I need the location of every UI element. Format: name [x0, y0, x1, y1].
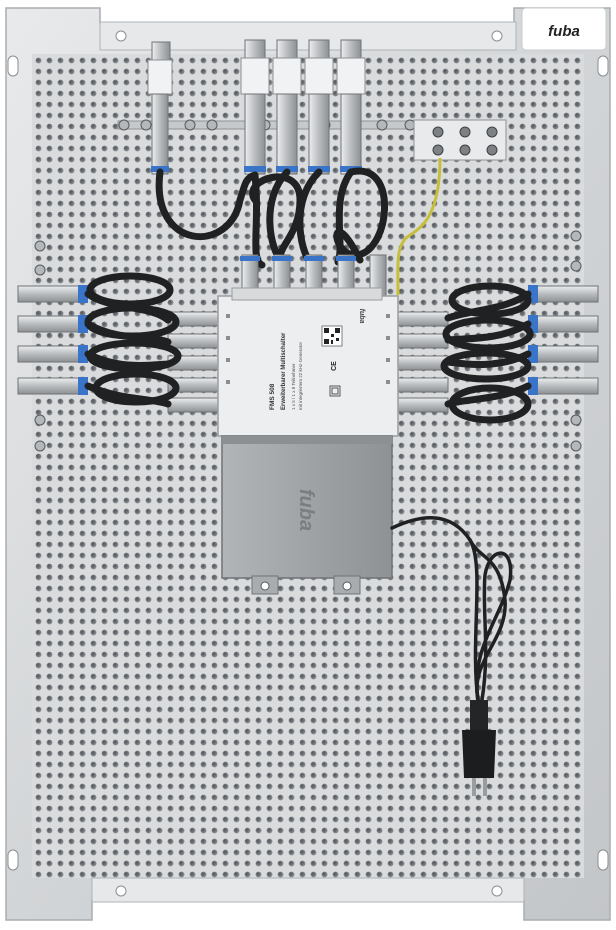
input-connector [147, 41, 173, 175]
multiswitch-housing: fuba FMS 508 Erweiterbarer Multischalter… [217, 287, 399, 437]
housing-logo: fuba [358, 309, 365, 324]
top-input-connectors [147, 39, 366, 175]
model-label: FMS 508 [269, 383, 276, 410]
brand-logo-text: fuba [548, 23, 580, 40]
left-output-connectors [17, 285, 225, 413]
input-connector [304, 39, 334, 175]
title-label: Erweiterbarer Multischalter [281, 332, 287, 410]
class-ii-symbol [329, 385, 341, 397]
right-cable-coils [440, 282, 534, 424]
side-screws [34, 230, 582, 452]
ground-wire [396, 157, 442, 296]
spec-line-1: 1 x 5 / 1 x 8 Teilnehmer [291, 363, 296, 410]
qr-code [321, 325, 343, 347]
left-cable-coils [84, 272, 182, 408]
brand-logo: fuba [521, 7, 607, 51]
power-cord [390, 516, 513, 702]
right-output-connectors [391, 285, 599, 413]
psu-logo: fuba [295, 489, 317, 531]
power-supply-unit: fuba [221, 435, 393, 595]
ce-mark: CE [331, 361, 338, 371]
input-connector [336, 39, 366, 175]
input-connector [272, 39, 302, 175]
spec-line-2: mit integriertem 22 kHz-Generator [298, 341, 303, 410]
euro-plug [462, 700, 496, 796]
input-connector [240, 39, 270, 175]
ground-terminal-block [413, 119, 507, 161]
